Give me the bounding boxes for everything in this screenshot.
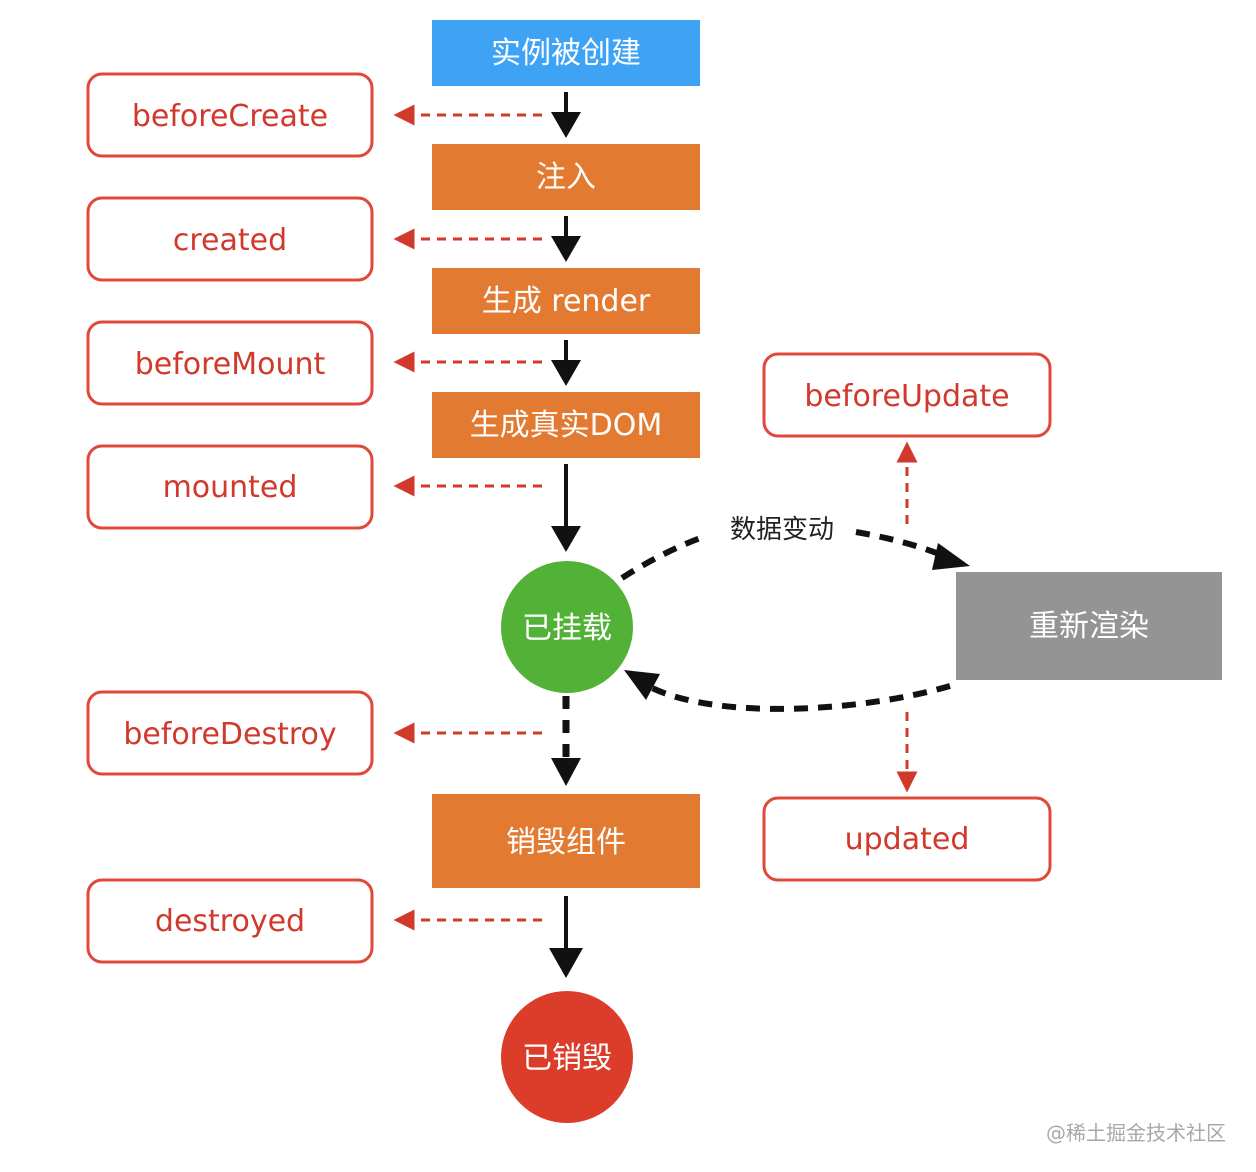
step-rerender-label: 重新渲染 <box>1029 609 1149 644</box>
step-created-instance-label: 实例被创建 <box>491 36 641 71</box>
hook-mounted-label: mounted <box>163 470 298 505</box>
loop-arrow-data-change <box>620 529 970 581</box>
hook-beforeupdate: beforeUpdate <box>762 352 1052 438</box>
hook-beforecreate-label: beforeCreate <box>132 99 328 134</box>
hook-updated: updated <box>762 796 1052 882</box>
flow-arrow-to-mounted <box>551 464 581 552</box>
state-destroyed-label: 已销毁 <box>522 1041 612 1076</box>
loop-arrow-rerender-back <box>624 670 951 712</box>
data-change-label: 数据变动 <box>730 515 834 545</box>
hook-destroyed: destroyed <box>86 878 374 964</box>
hook-beforemount-label: beforeMount <box>135 347 326 382</box>
step-destroy-component-label: 销毁组件 <box>506 825 626 860</box>
flow-arrow-to-inject <box>551 92 581 138</box>
flow-arrow-to-render <box>551 216 581 262</box>
hook-created-label: created <box>173 223 287 258</box>
step-created-instance: 实例被创建 <box>432 20 700 86</box>
hook-created: created <box>86 196 374 282</box>
step-gen-render: 生成 render <box>432 268 700 334</box>
hook-beforedestroy-label: beforeDestroy <box>123 717 336 752</box>
step-gen-dom: 生成真实DOM <box>432 392 700 458</box>
watermark: @稀土掘金技术社区 <box>1046 1121 1226 1145</box>
step-inject-label: 注入 <box>536 160 596 195</box>
state-destroyed: 已销毁 <box>501 991 633 1123</box>
flow-arrow-to-destroy-component <box>551 696 581 786</box>
step-gen-dom-label: 生成真实DOM <box>470 408 663 443</box>
flow-arrow-to-destroyed <box>549 896 583 978</box>
hook-updated-label: updated <box>845 822 970 857</box>
flow-arrow-to-dom <box>551 340 581 386</box>
hook-beforecreate: beforeCreate <box>86 72 374 158</box>
hook-mounted: mounted <box>86 444 374 530</box>
step-rerender: 重新渲染 <box>956 572 1222 680</box>
state-mounted-label: 已挂载 <box>522 611 612 646</box>
hook-destroyed-label: destroyed <box>155 904 305 939</box>
hook-beforemount: beforeMount <box>86 320 374 406</box>
hook-beforeupdate-label: beforeUpdate <box>804 379 1009 414</box>
hook-beforedestroy: beforeDestroy <box>86 690 374 776</box>
step-gen-render-label: 生成 render <box>482 284 651 319</box>
step-inject: 注入 <box>432 144 700 210</box>
step-destroy-component: 销毁组件 <box>432 794 700 888</box>
state-mounted: 已挂载 <box>501 561 633 693</box>
